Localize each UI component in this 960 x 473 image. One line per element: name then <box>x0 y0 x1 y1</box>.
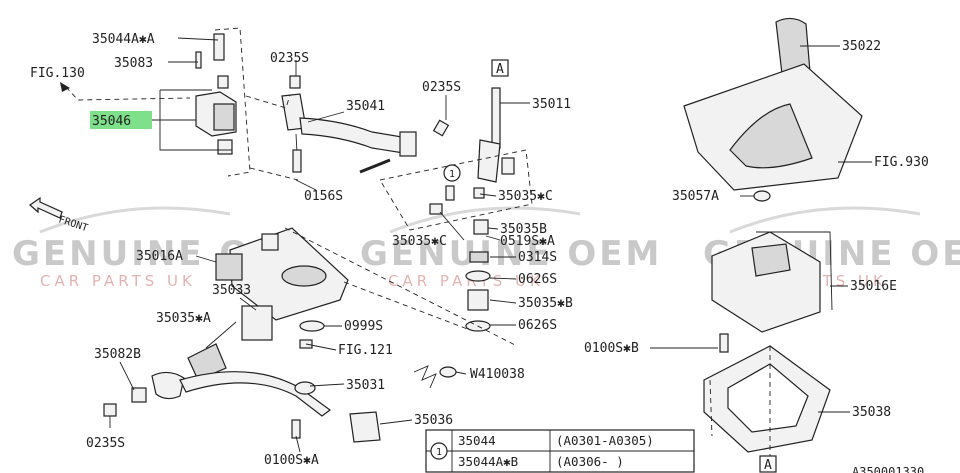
box-marker-bottom-label: A <box>764 458 772 473</box>
front-arrow: FRONT <box>29 196 89 234</box>
note-table-part-1: 35044 <box>458 433 496 448</box>
callout-0314s: 0314S <box>518 250 557 265</box>
callout-0999s: 0999S <box>344 319 383 334</box>
callout-35035b: 35035B <box>500 222 547 237</box>
callout-35057a: 35057A <box>672 189 719 204</box>
watermark-title: GENUINE OEM <box>360 234 662 274</box>
note-table-range-2: (A0306- ) <box>556 454 624 469</box>
callout-0626s-1: 0626S <box>518 272 557 287</box>
highlight-35046 <box>90 111 152 129</box>
watermark-subtitle: CAR PARTS UK <box>388 272 544 290</box>
bracket-leader <box>159 90 232 151</box>
linkage-35031 <box>103 305 457 443</box>
callout-0235s-bottom: 0235S <box>86 436 125 451</box>
note-marker-lever <box>443 164 461 182</box>
callout-fig930: FIG.930 <box>874 155 929 170</box>
fig130-leader <box>65 86 191 101</box>
callout-0100s-a: 0100S✱A <box>264 453 319 468</box>
callout-35035-c-left: 35035✱C <box>392 234 447 249</box>
bracket-dashed-box <box>214 27 251 177</box>
callout-35082b: 35082B <box>94 347 141 362</box>
callout-0626s-2: 0626S <box>518 318 557 333</box>
note-table-marker-text: 1 <box>436 447 442 458</box>
note-table: 1 35044 (A0301-A0305) 35044A✱B (A0306- ) <box>425 429 695 473</box>
callout-35038: 35038 <box>852 405 891 420</box>
diagram-code: A350001330 <box>852 465 924 473</box>
fig130-arrow <box>60 82 70 92</box>
callout-0235s-top: 0235S <box>270 51 309 66</box>
callout-0519s-a: 0519S✱A <box>500 234 555 249</box>
callout-w410038: W410038 <box>470 367 525 382</box>
leader-lines <box>109 37 872 453</box>
box-marker-bottom <box>759 455 777 473</box>
callout-35035-a: 35035✱A <box>156 311 211 326</box>
callout-fig121: FIG.121 <box>338 343 393 358</box>
note-table-marker <box>430 442 448 460</box>
callout-35036: 35036 <box>414 413 453 428</box>
bracket-assembly-35046 <box>195 33 237 155</box>
callout-35035-c-right: 35035✱C <box>498 189 553 204</box>
watermark-subtitle: CAR PARTS UK <box>40 272 196 290</box>
callout-0156s: 0156S <box>304 189 343 204</box>
note-table-part-2: 35044A✱B <box>458 454 518 469</box>
callout-35016a: 35016A <box>136 249 183 264</box>
box-marker-top <box>491 59 509 77</box>
callout-0235s-right: 0235S <box>422 80 461 95</box>
callout-35011: 35011 <box>532 97 571 112</box>
callout-35044a-a: 35044A✱A <box>92 32 155 47</box>
callout-35083: 35083 <box>114 56 153 71</box>
note-table-range-1: (A0301-A0305) <box>556 433 654 448</box>
callout-35041: 35041 <box>346 99 385 114</box>
housing-35016a <box>215 227 349 321</box>
callout-35035-b: 35035✱B <box>518 296 573 311</box>
callout-0100s-b: 0100S✱B <box>584 341 639 356</box>
knob-boot-assembly <box>683 17 863 453</box>
watermark-center: GENUINE OEM CAR PARTS UK <box>360 206 662 290</box>
callout-35016e: 35016E <box>850 279 897 294</box>
callout-35033: 35033 <box>212 283 251 298</box>
lever-dashed-box <box>379 149 533 231</box>
note-marker-lever-text: 1 <box>449 169 455 180</box>
callout-35022: 35022 <box>842 39 881 54</box>
fig130-ref: FIG.130 <box>30 66 85 81</box>
box-marker-top-label: A <box>496 62 504 77</box>
lever-35011 <box>429 87 515 332</box>
callout-35031: 35031 <box>346 378 385 393</box>
callout-35046: 35046 <box>92 114 131 129</box>
